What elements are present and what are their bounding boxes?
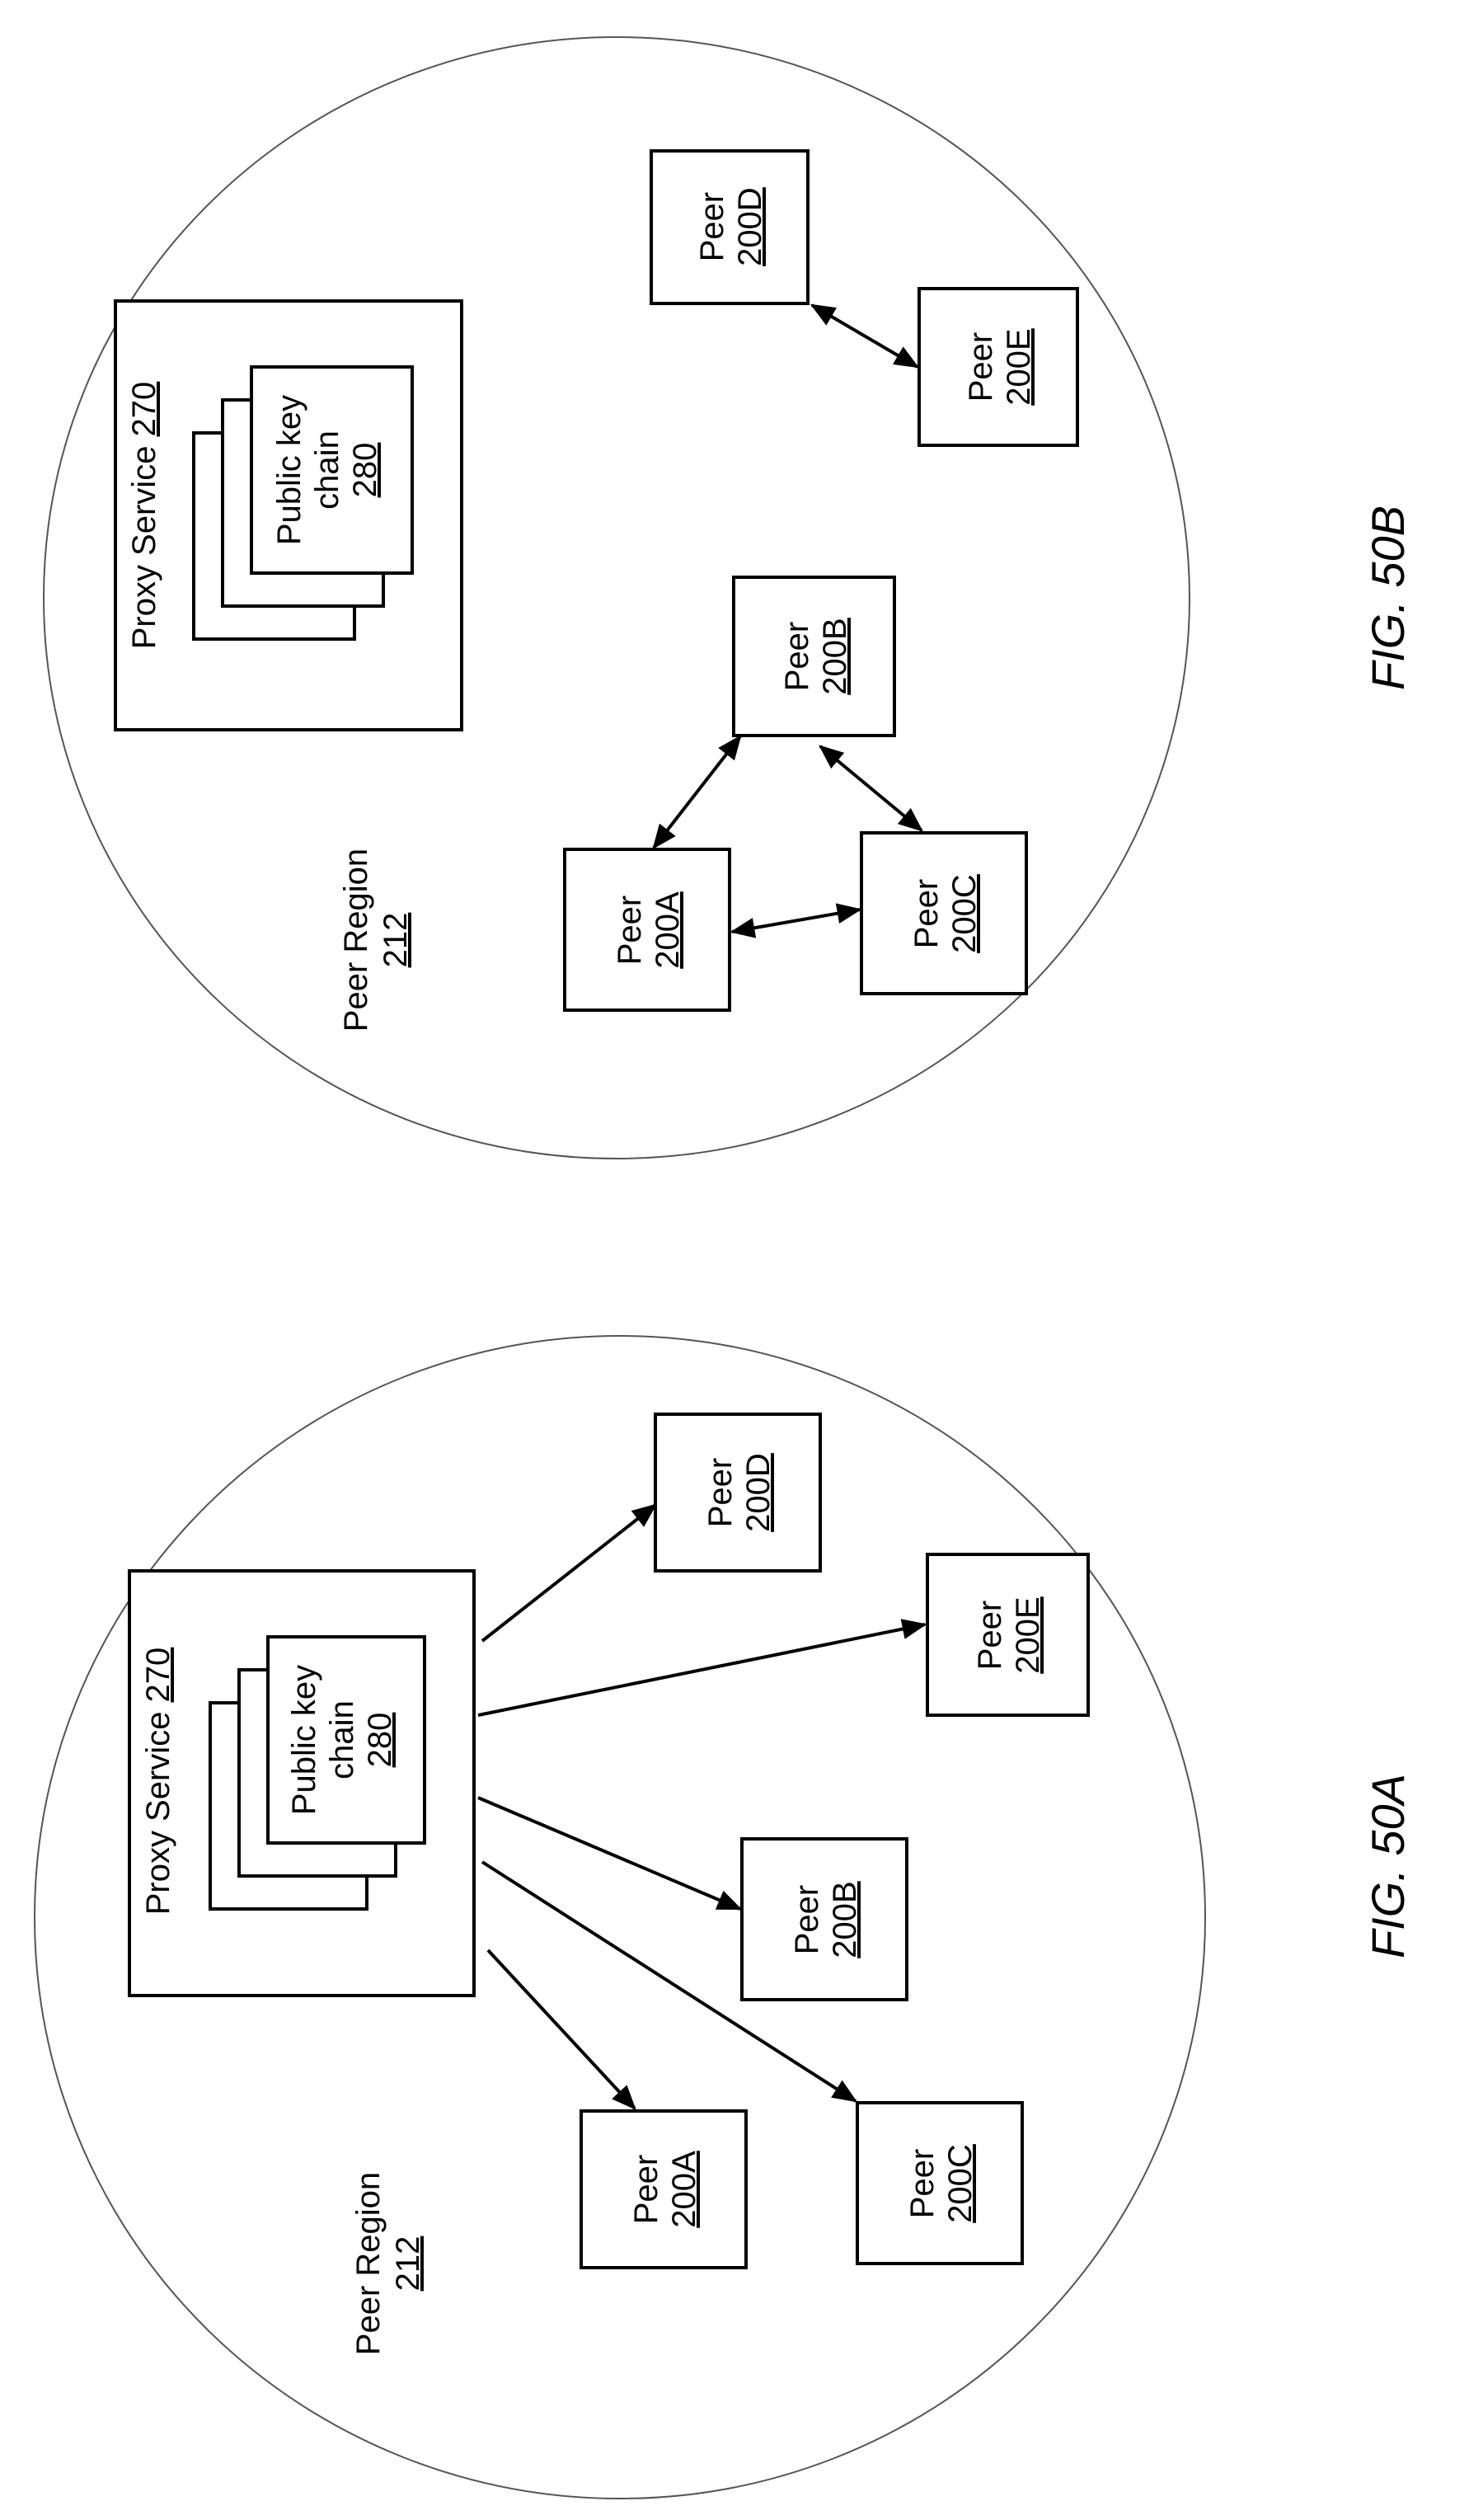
keychain-line1-50b: Public key <box>271 395 307 545</box>
link-proxy-200b-50a <box>478 1798 740 1909</box>
peer-id-200d-50b: 200D <box>732 187 768 266</box>
peer-id-200e-50a: 200E <box>1010 1596 1046 1673</box>
proxy-service-ref-50b: 270 <box>126 382 162 437</box>
peer-region-ref-50b: 212 <box>378 913 414 968</box>
peer-region-label-50a: Peer Region 212 <box>350 2172 426 2355</box>
figure-50b: Peer Region 212 Proxy Service 270 Public… <box>44 37 1414 1159</box>
figure-50a: Peer Region 212 Proxy Service 270 Public… <box>35 1336 1414 2499</box>
peer-box-200c-50a: Peer 200C <box>857 2103 1022 2264</box>
peer-region-ref-50a: 212 <box>390 2236 426 2292</box>
peer-word-200d-50b: Peer <box>694 192 730 262</box>
keychain-ref-50a: 280 <box>362 1713 398 1768</box>
link-proxy-200a-50a <box>488 1950 635 2109</box>
figure-caption-text-50a: FIG. 50A <box>1362 1774 1414 1958</box>
proxy-service-label-50b: Proxy Service 270 <box>126 382 162 650</box>
link-proxy-200d-50a <box>482 1505 655 1641</box>
peer-box-200e-50b: Peer 200E <box>919 289 1077 445</box>
peer-word-200e-50b: Peer <box>963 332 999 402</box>
peer-region-title-50a: Peer Region <box>350 2172 387 2355</box>
link-200d-200e-50b <box>812 305 917 367</box>
peer-id-200b-50b: 200B <box>817 618 853 694</box>
peer-box-200a-50a: Peer 200A <box>581 2111 746 2268</box>
peer-word-200c-50b: Peer <box>908 879 945 949</box>
peer-word-200a-50b: Peer <box>612 896 648 966</box>
peer-word-200b-50a: Peer <box>789 1885 825 1955</box>
peer-box-200d-50b: Peer 200D <box>651 151 808 303</box>
peer-id-200c-50a: 200C <box>942 2144 978 2223</box>
peer-id-200d-50a: 200D <box>740 1453 777 1532</box>
svg-text:Proxy Service 270: Proxy Service 270 <box>140 1648 176 1916</box>
keychain-ref-50b: 280 <box>347 443 383 498</box>
keychain-line2-50a: chain <box>324 1700 360 1780</box>
proxy-service-label-50a: Proxy Service 270 <box>140 1648 176 1916</box>
peer-box-200a-50b: Peer 200A <box>565 849 730 1010</box>
peer-box-200d-50a: Peer 200D <box>655 1414 820 1571</box>
link-200b-200c-50b <box>820 746 922 830</box>
keychain-line2-50b: chain <box>309 430 345 510</box>
figure-caption-text-50b: FIG. 50B <box>1362 505 1414 690</box>
peer-word-200b-50b: Peer <box>779 622 815 692</box>
peer-id-200c-50b: 200C <box>946 874 983 953</box>
peer-id-200e-50b: 200E <box>1001 328 1037 405</box>
peer-id-200b-50a: 200B <box>827 1881 863 1958</box>
peer-word-200d-50a: Peer <box>702 1458 739 1528</box>
peer-word-200a-50a: Peer <box>628 2155 664 2225</box>
peer-box-200c-50b: Peer 200C <box>861 833 1026 994</box>
link-200a-200b-50b <box>654 736 740 848</box>
figure-caption-50a: FIG. 50A <box>1362 1774 1414 1958</box>
peer-region-label-50b: Peer Region 212 <box>338 849 414 1032</box>
peer-box-200b-50a: Peer 200B <box>742 1839 907 2000</box>
proxy-service-ref-50a: 270 <box>140 1648 176 1703</box>
peer-word-200c-50a: Peer <box>904 2149 941 2219</box>
svg-text:Proxy Service 270: Proxy Service 270 <box>126 382 162 650</box>
peer-word-200e-50a: Peer <box>972 1601 1008 1671</box>
link-200a-200c-50b <box>732 910 860 932</box>
keychain-line1-50a: Public key <box>286 1665 322 1815</box>
link-proxy-200e-50a <box>478 1624 925 1715</box>
peer-region-title-50b: Peer Region <box>338 849 374 1032</box>
peer-box-200b-50b: Peer 200B <box>734 577 894 736</box>
proxy-service-text-50b: Proxy Service <box>126 436 162 649</box>
peer-id-200a-50a: 200A <box>666 2151 702 2228</box>
peer-box-200e-50a: Peer 200E <box>927 1554 1088 1715</box>
peer-id-200a-50b: 200A <box>650 891 686 969</box>
proxy-service-text-50a: Proxy Service <box>140 1702 176 1915</box>
figure-caption-50b: FIG. 50B <box>1362 505 1414 690</box>
